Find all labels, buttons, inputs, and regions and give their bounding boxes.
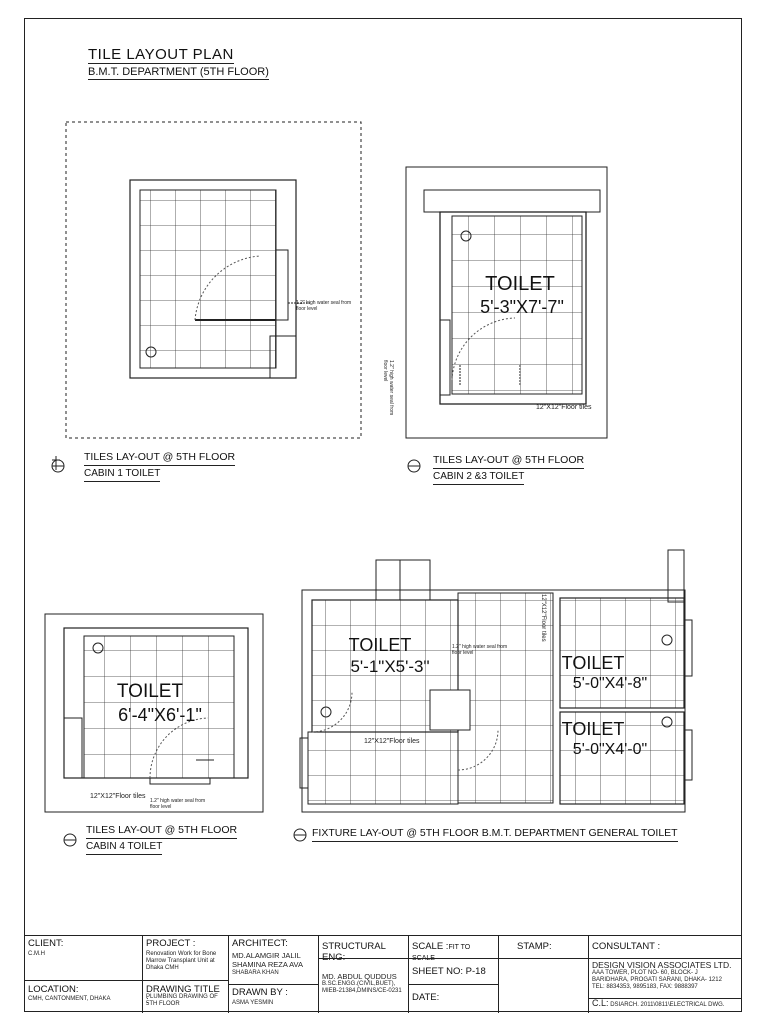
cl-value: DSIARCH. 2011\0811\ELECTRICAL DWG. <box>610 1002 725 1008</box>
structural-value2: B.SC.ENGG.(CIVIL,BUET), <box>322 981 396 987</box>
general-room2-size: 5'-0"X4'-8" <box>572 675 648 692</box>
location-value: CMH, CANTONMENT, DHAKA <box>28 996 111 1002</box>
structural-label: STRUCTURAL ENG: <box>322 941 386 963</box>
cabin1-note: 1.2" high water seal from floor level <box>296 300 352 312</box>
project-value: Renovation Work for Bone Marrow Transpla… <box>146 951 217 971</box>
drawn-by-value: ASMA YESMIN <box>232 1000 274 1006</box>
date-label: DATE: <box>412 992 440 1003</box>
general-vertical-note: 12"X12"Floor tiles <box>540 594 546 642</box>
project-cell: PROJECT : Renovation Work for Bone Marro… <box>143 936 229 1013</box>
general-room1-size: 5'-1"X5'-3" <box>350 657 430 676</box>
cabin23-side-note: 1.2" high water seal from floor level <box>382 360 394 416</box>
cabin23-caption-line2: CABIN 2 &3 TOILET <box>433 469 525 485</box>
cl-row: C.L: DSIARCH. 2011\0811\ELECTRICAL DWG. <box>589 998 727 1009</box>
cabin4-note: 1.2" high water seal from floor level <box>150 798 206 810</box>
cabin23-plan <box>405 166 608 439</box>
drawing-title-label: DRAWING TITLE : <box>146 984 220 1006</box>
consultant-name: DESIGN VISION ASSOCIATES LTD. <box>592 960 732 970</box>
client-value: C.M.H <box>28 951 45 957</box>
cabin4-room-size: 6'-4"X6'-1" <box>118 705 202 725</box>
general-floor-note: 12"X12"Floor tiles <box>364 738 420 745</box>
drawn-by-label: DRAWN BY : <box>232 987 288 998</box>
drawing-title-value: PLUMBING DRAWING OF 5TH FLOOR <box>146 994 218 1007</box>
structural-cell: STRUCTURAL ENG: MD. ABDUL QUDDUS B.SC.EN… <box>319 936 409 1013</box>
cabin4-floor-note: 12"X12"Floor tiles <box>90 793 146 800</box>
structural-value1: MD. ABDUL QUDDUS <box>322 972 397 981</box>
consultant-address3: TEL: 8834353, 9895183, FAX: 9888397 <box>592 984 698 990</box>
drawing-sheet-border <box>24 18 742 1012</box>
general-room3-size: 5'-0"X4'-0" <box>572 741 648 758</box>
cabin23-caption: TILES LAY-OUT @ 5TH FLOOR CABIN 2 &3 TOI… <box>433 453 585 485</box>
cabin4-caption: TILES LAY-OUT @ 5TH FLOOR CABIN 4 TOILET <box>86 823 238 855</box>
architect-cell: ARCHITECT: MD.ALAMGIR JALIL SHAMINA REZA… <box>229 936 319 1013</box>
section-marker-icons <box>51 459 421 847</box>
architect-label: ARCHITECT: <box>232 938 288 949</box>
architect-value2: SHAMINA REZA AVA <box>232 960 303 969</box>
location-label: LOCATION: <box>28 984 79 995</box>
cabin1-caption-line1: TILES LAY-OUT @ 5TH FLOOR <box>84 450 236 466</box>
cabin1-plan <box>52 121 362 470</box>
general-toilet-plan <box>299 549 693 813</box>
architect-value1: MD.ALAMGIR JALIL <box>232 951 301 960</box>
consultant-address2: BARIDHARA, PROGATI SARANI, DHAKA- 1212 <box>592 977 722 983</box>
cabin1-caption-line2: CABIN 1 TOILET <box>84 466 161 482</box>
sheet-number: SHEET NO: P-18 <box>412 966 486 977</box>
consultant-label: CONSULTANT : <box>592 941 661 952</box>
cabin4-caption-line1: TILES LAY-OUT @ 5TH FLOOR <box>86 823 238 839</box>
title-block: CLIENT: C.M.H LOCATION: CMH, CANTONMENT,… <box>25 935 741 1013</box>
page-subtitle: B.M.T. DEPARTMENT (5TH FLOOR) <box>88 66 269 80</box>
general-caption-line1: FIXTURE LAY-OUT @ 5TH FLOOR B.M.T. DEPAR… <box>312 826 678 842</box>
general-room2-label: TOILET <box>561 653 625 673</box>
cabin23-floor-note: 12"X12"Floor tiles <box>536 404 592 411</box>
project-label: PROJECT : <box>146 938 196 949</box>
general-caption: FIXTURE LAY-OUT @ 5TH FLOOR B.M.T. DEPAR… <box>312 826 678 842</box>
client-location-cell: CLIENT: C.M.H LOCATION: CMH, CANTONMENT,… <box>25 936 143 1013</box>
general-room3-label: TOILET <box>561 719 625 739</box>
architect-value3: SHABARA KHAN <box>232 970 279 976</box>
scale-row: SCALE :FIT TO SCALE <box>409 936 498 965</box>
cabin4-caption-line2: CABIN 4 TOILET <box>86 839 163 855</box>
cabin23-room-label: TOILET <box>485 273 555 295</box>
general-room1-label: TOILET <box>348 635 412 655</box>
structural-value3: MIEB-21384,DMINS/CE-0231 <box>322 988 402 994</box>
consultant-cell: CONSULTANT : DESIGN VISION ASSOCIATES LT… <box>589 936 741 1013</box>
cabin1-caption: TILES LAY-OUT @ 5TH FLOOR CABIN 1 TOILET <box>84 450 236 482</box>
consultant-address1: AAA TOWER, PLOT NO- 60, BLOCK- J <box>592 970 698 976</box>
cl-label: C.L: <box>592 998 609 1008</box>
cabin23-room-size: 5'-3"X7'-7" <box>480 297 564 317</box>
stamp-cell: STAMP: <box>499 936 589 1013</box>
scale-sheet-date-cell: SCALE :FIT TO SCALE SHEET NO: P-18 DATE: <box>409 936 499 1013</box>
page-title: TILE LAYOUT PLAN <box>88 46 234 64</box>
cabin4-room-label: TOILET <box>116 681 184 702</box>
general-water-note: 1.2" high water seal from floor level <box>452 644 508 656</box>
cabin4-plan <box>44 613 264 813</box>
client-label: CLIENT: <box>28 938 64 949</box>
cabin23-caption-line1: TILES LAY-OUT @ 5TH FLOOR <box>433 453 585 469</box>
scale-label: SCALE : <box>412 941 449 952</box>
stamp-label: STAMP: <box>517 941 552 952</box>
